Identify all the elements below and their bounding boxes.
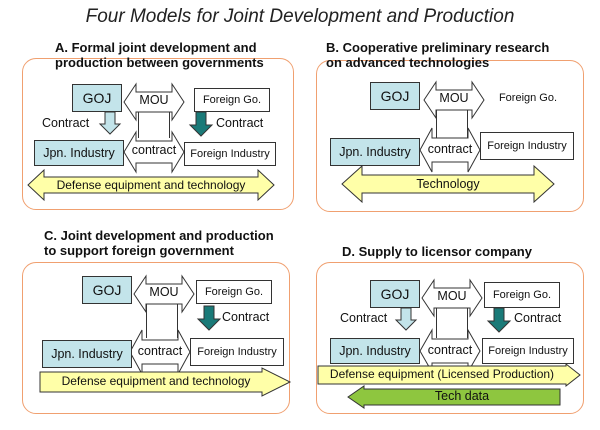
panel-a-contract-left-arrow	[98, 111, 122, 135]
panel-d-foreign-industry-box: Foreign Industry	[482, 338, 574, 364]
panel-b-banner-label: Technology	[416, 177, 480, 191]
panel-d-mou-connector	[436, 308, 468, 338]
panel-d-contract-right-arrow	[486, 307, 512, 333]
panel-c-foreign-industry-box: Foreign Industry	[190, 338, 284, 366]
panel-d-banner-arrow	[317, 362, 581, 388]
panel-b-contract-mid-label: contract	[427, 142, 473, 156]
panel-a-contract-mid-label: contract	[131, 143, 177, 157]
panel-a-contract-right-label: Contract	[216, 116, 264, 130]
panel-b-mou-label: MOU	[439, 91, 469, 105]
panel-a-banner-arrow	[27, 168, 275, 202]
panel-a-contract-left-label: Contract	[42, 116, 90, 130]
panel-a-mou-double-arrow	[123, 82, 185, 122]
panel-d-title: D. Supply to licensor company	[342, 244, 532, 259]
panel-b-jpn-industry-box: Jpn. Industry	[330, 138, 420, 166]
panel-a	[22, 58, 294, 210]
panel-d-goj-box: GOJ	[370, 280, 420, 308]
panel-d-contract-left-arrow	[394, 307, 418, 331]
panel-c-banner-arrow	[39, 367, 292, 397]
panel-d-contract-mid-label: contract	[427, 343, 473, 357]
panel-c-contract-right-label: Contract	[222, 310, 270, 324]
panel-d	[316, 262, 584, 414]
panel-c-contract-right-arrow	[196, 305, 222, 331]
panel-c-title: C. Joint development and production to s…	[44, 228, 274, 258]
panel-c-foreign-gov-box: Foreign Go.	[196, 280, 272, 304]
panel-d-tech-data-arrow	[347, 385, 561, 409]
panel-a-foreign-gov-box: Foreign Go.	[194, 88, 270, 112]
panel-c-title-line1: C. Joint development and production	[44, 228, 274, 243]
panel-b-foreign-gov-box: Foreign Go.	[490, 86, 566, 110]
panel-c-title-line2: to support foreign government	[44, 243, 234, 258]
panel-d-contract-right-label: Contract	[514, 311, 562, 325]
diagram-title: Four Models for Joint Development and Pr…	[85, 6, 515, 27]
panel-b-mou-connector	[436, 110, 468, 138]
panel-c-banner-label: Defense equipment and technology	[61, 374, 251, 388]
panel-c-goj-box: GOJ	[82, 276, 132, 304]
panel-d-tech-data-label: Tech data	[434, 389, 490, 403]
panel-c-jpn-industry-box: Jpn. Industry	[42, 340, 132, 368]
panel-a-contract-right-arrow	[188, 111, 214, 137]
panel-b-goj-box: GOJ	[370, 82, 420, 110]
panel-d-jpn-industry-box: Jpn. Industry	[330, 338, 420, 364]
panel-b-title-line2: on advanced technologies	[326, 55, 490, 70]
panel-c-contract-mid-label: contract	[137, 344, 183, 358]
panel-d-mou-label: MOU	[437, 289, 467, 303]
panel-d-banner-label: Defense equipment (Licensed Production)	[329, 367, 555, 381]
panel-c	[22, 262, 290, 414]
panel-b-title-line1: B. Cooperative preliminary research	[326, 40, 550, 55]
panel-d-contract-left-label: Contract	[340, 311, 388, 325]
panel-c-mou-connector	[146, 304, 178, 338]
panel-b	[316, 60, 584, 212]
panel-a-foreign-industry-box: Foreign Industry	[184, 142, 276, 166]
panel-b-title: B. Cooperative preliminary research on a…	[326, 40, 549, 70]
panel-b-foreign-industry-box: Foreign Industry	[480, 132, 574, 160]
panel-d-mou-double-arrow	[421, 278, 483, 318]
panel-a-mou-label: MOU	[139, 93, 169, 107]
panel-a-title: A. Formal joint development and producti…	[55, 40, 264, 70]
panel-a-banner-label: Defense equipment and technology	[56, 178, 246, 192]
panel-a-jpn-industry-box: Jpn. Industry	[34, 140, 124, 166]
panel-a-title-line1: A. Formal joint development and	[55, 40, 257, 55]
panel-d-title-line1: D. Supply to licensor company	[342, 244, 532, 259]
panel-b-banner-arrow	[341, 164, 555, 204]
panel-a-title-line2: production between governments	[55, 55, 264, 70]
panel-a-goj-box: GOJ	[72, 84, 122, 112]
panel-d-foreign-gov-box: Foreign Go.	[484, 282, 560, 308]
panel-c-mou-label: MOU	[149, 285, 179, 299]
panel-a-mou-connector	[138, 112, 170, 138]
